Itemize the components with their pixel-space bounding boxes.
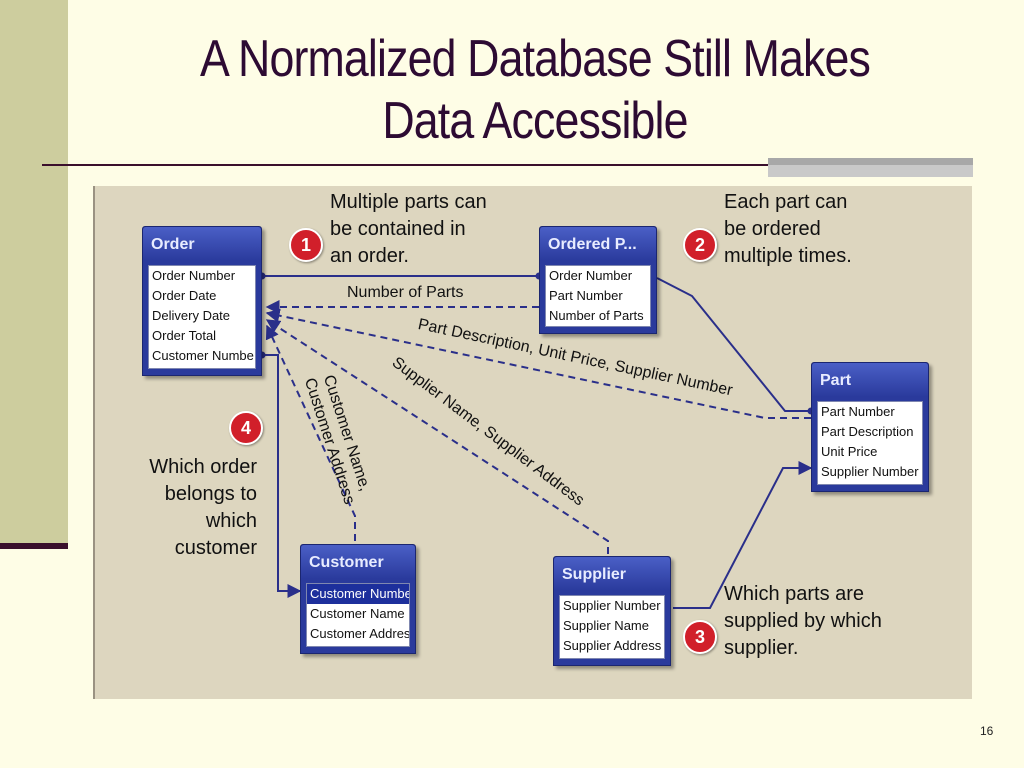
part-table-title: Part: [812, 363, 928, 397]
dashed-supplier-details: [265, 319, 609, 554]
title-divider: [42, 164, 770, 166]
label-number-of-parts: Number of Parts: [347, 284, 464, 301]
part-field-unit-price: Unit Price: [821, 444, 878, 459]
part-table-fields: Part Number Part Description Unit Price …: [817, 401, 923, 485]
callout-2-text: Each part can be ordered multiple times.: [724, 189, 852, 270]
link-ordered-parts-part: [656, 277, 811, 412]
order-table-title: Order: [143, 227, 261, 261]
callout-2-line-1: Each part can: [724, 191, 848, 213]
customer-table-fields: Customer Numbe Customer Name Customer Ad…: [306, 583, 410, 647]
callout-1-line-2: be contained in: [330, 218, 466, 240]
title-divider-accent: [768, 158, 973, 165]
part-field-part-description: Part Description: [821, 424, 914, 439]
slide-title: A Normalized Database Still Makes Data A…: [170, 28, 901, 152]
ordered-parts-table-fields: Order Number Part Number Number of Parts: [545, 265, 651, 327]
link-order-customer: [262, 354, 302, 598]
left-decorative-band: [0, 0, 68, 548]
supplier-field-supplier-address: Supplier Address: [563, 638, 662, 653]
callout-4-text: Which order belongs to which customer: [127, 454, 257, 562]
ordered-parts-table-title: Ordered P...: [540, 227, 656, 261]
supplier-field-supplier-number: Supplier Number: [563, 598, 661, 613]
customer-field-customer-address: Customer Addres: [310, 626, 409, 641]
part-field-part-number: Part Number: [821, 404, 895, 419]
dashed-part-details: [265, 308, 811, 419]
callout-4-line-3: which: [205, 510, 257, 532]
callout-1-line-3: an order.: [330, 245, 409, 267]
callout-badge-2: 2: [683, 228, 717, 262]
order-table-fields: Order Number Order Date Delivery Date Or…: [148, 265, 256, 369]
customer-table[interactable]: Customer Customer Numbe Customer Name Cu…: [300, 544, 416, 654]
dashed-customer-details: [265, 324, 356, 541]
part-field-supplier-number: Supplier Number: [821, 464, 919, 479]
supplier-table[interactable]: Supplier Supplier Number Supplier Name S…: [553, 556, 671, 666]
part-table[interactable]: Part Part Number Part Description Unit P…: [811, 362, 929, 492]
order-field-order-number: Order Number: [152, 268, 236, 283]
supplier-table-title: Supplier: [554, 557, 670, 591]
customer-table-title: Customer: [301, 545, 415, 579]
database-diagram: Order Order Number Order Date Delivery D…: [93, 186, 972, 699]
slide-title-line-1: A Normalized Database Still Makes: [199, 30, 871, 88]
callout-3-text: Which parts are supplied by which suppli…: [724, 581, 882, 662]
callout-3-line-2: supplied by which: [724, 610, 882, 632]
customer-field-customer-name: Customer Name: [310, 606, 405, 621]
ordered-parts-table[interactable]: Ordered P... Order Number Part Number Nu…: [539, 226, 657, 334]
callout-3-line-1: Which parts are: [724, 583, 865, 605]
callout-2-line-3: multiple times.: [724, 245, 852, 267]
order-table[interactable]: Order Order Number Order Date Delivery D…: [142, 226, 262, 376]
ordered-parts-field-part-number: Part Number: [549, 288, 623, 303]
relationship-lines: [258, 272, 815, 609]
supplier-field-supplier-name: Supplier Name: [563, 618, 649, 633]
callout-4-line-4: customer: [174, 537, 257, 559]
ordered-parts-field-number-of-parts: Number of Parts: [549, 308, 644, 323]
callout-badge-1: 1: [289, 228, 323, 262]
callout-1-line-1: Multiple parts can: [330, 191, 487, 213]
callout-badge-4: 4: [229, 411, 263, 445]
page-number: 16: [980, 724, 994, 738]
title-divider-accent-light: [768, 165, 973, 177]
callout-1-text: Multiple parts can be contained in an or…: [330, 189, 487, 270]
left-band-accent: [0, 543, 68, 549]
order-field-order-total: Order Total: [152, 328, 217, 343]
order-field-order-date: Order Date: [152, 288, 217, 303]
callout-2-line-2: be ordered: [724, 218, 821, 240]
callout-badge-3: 3: [683, 620, 717, 654]
link-supplier-part: [673, 461, 813, 609]
callout-3-line-3: supplier.: [724, 637, 799, 659]
slide-title-line-2: Data Accessible: [382, 92, 688, 150]
ordered-parts-field-order-number: Order Number: [549, 268, 633, 283]
order-field-delivery-date: Delivery Date: [152, 308, 231, 323]
customer-field-customer-number: Customer Numbe: [307, 584, 409, 604]
supplier-table-fields: Supplier Number Supplier Name Supplier A…: [559, 595, 665, 659]
order-field-customer-number: Customer Numbe: [152, 348, 254, 363]
callout-4-line-1: Which order: [149, 456, 257, 478]
callout-4-line-2: belongs to: [164, 483, 257, 505]
